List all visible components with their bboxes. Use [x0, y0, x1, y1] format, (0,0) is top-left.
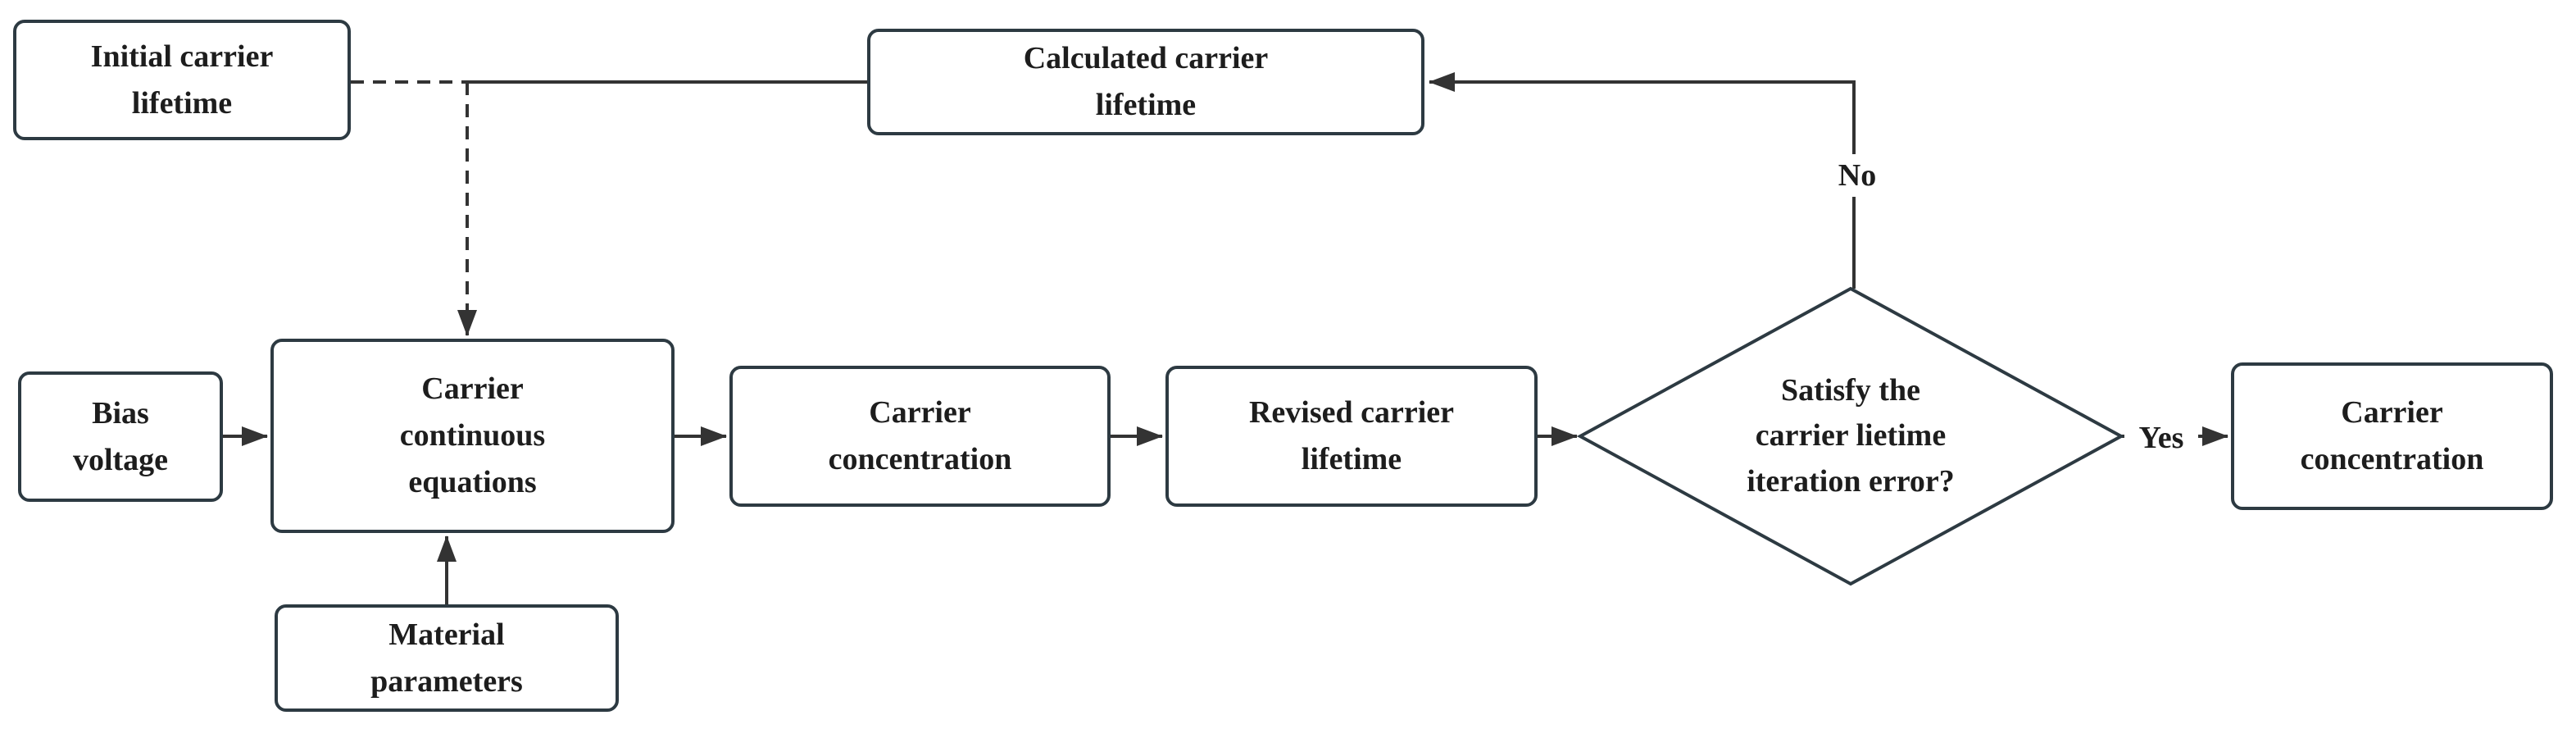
node-carrier-continuous-equations: Carrier continuous equations — [270, 339, 675, 533]
node-calculated-carrier-lifetime-label: Calculated carrier lifetime — [1023, 41, 1269, 122]
node-satisfy-decision-label: Satisfy the carrier lietime iteration er… — [1747, 373, 1955, 499]
edge-decision-no-to-calculated — [1429, 72, 1856, 289]
edge-label-yes: Yes — [2124, 417, 2198, 459]
node-carrier-concentration-mid: Carrier concentration — [729, 366, 1111, 507]
node-calculated-carrier-lifetime: Calculated carrier lifetime — [867, 29, 1424, 135]
node-carrier-concentration-output-label: Carrier concentration — [2300, 395, 2484, 476]
node-material-parameters-label: Material parameters — [370, 617, 523, 699]
node-carrier-concentration-output: Carrier concentration — [2231, 362, 2553, 510]
node-revised-carrier-lifetime: Revised carrier lifetime — [1165, 366, 1538, 507]
node-revised-carrier-lifetime-label: Revised carrier lifetime — [1248, 395, 1455, 476]
node-bias-voltage-label: Bias voltage — [72, 395, 169, 477]
node-bias-voltage: Bias voltage — [18, 371, 223, 502]
node-carrier-continuous-equations-label: Carrier continuous equations — [399, 371, 546, 499]
decision-diamond-shape — [1576, 286, 2125, 586]
node-initial-carrier-lifetime: Initial carrier lifetime — [13, 20, 351, 140]
node-material-parameters: Material parameters — [275, 604, 619, 712]
edge-label-no: No — [1813, 154, 1901, 197]
node-carrier-concentration-mid-label: Carrier concentration — [828, 395, 1012, 476]
node-initial-carrier-lifetime-label: Initial carrier lifetime — [90, 39, 274, 121]
node-satisfy-decision: Satisfy the carrier lietime iteration er… — [1670, 362, 2031, 510]
